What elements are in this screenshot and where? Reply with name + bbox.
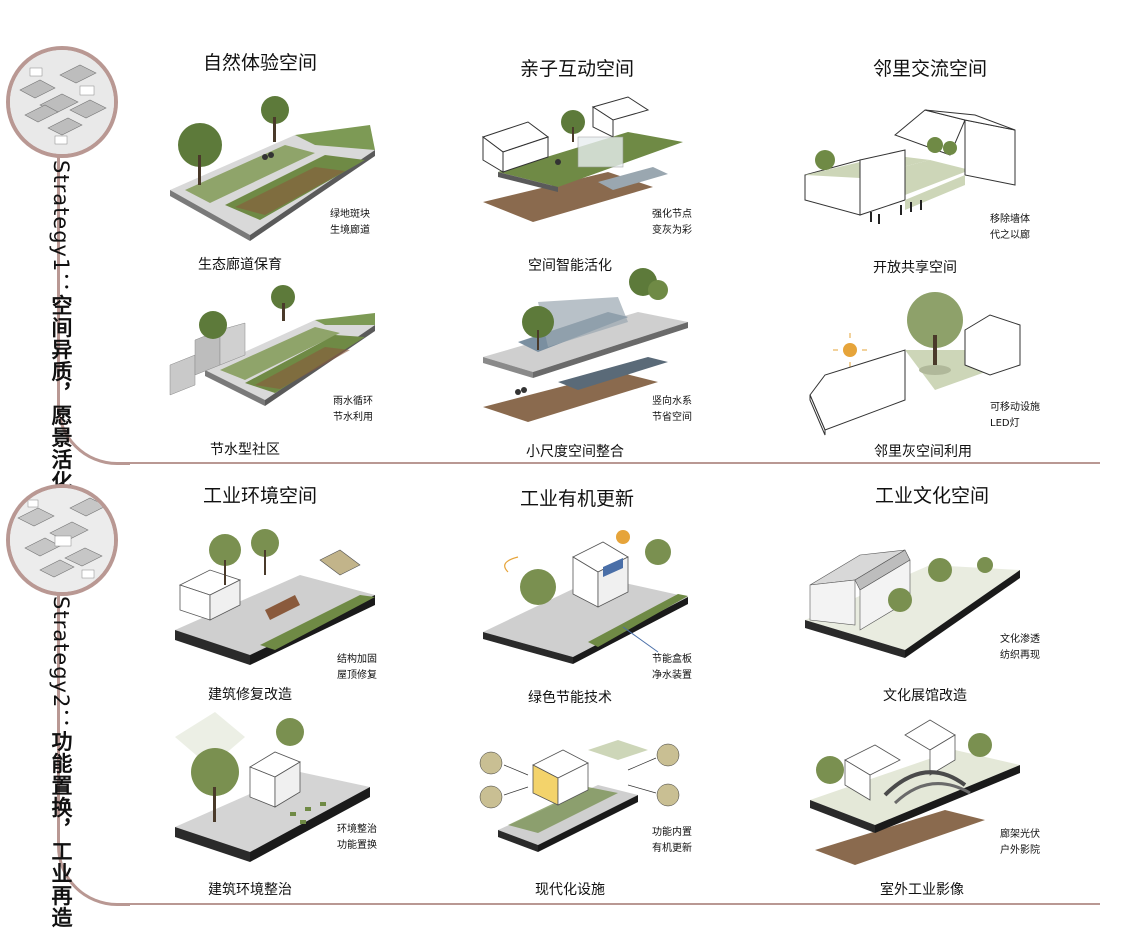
note-line: 代之以廊 xyxy=(990,230,1030,241)
strategy1-label: Strategy1：空间异质，愿景活化 xyxy=(46,160,76,492)
note-line: 雨水循环 xyxy=(333,396,373,407)
strategy2-aerial-thumbnail xyxy=(6,484,118,596)
s2-building-repair-illustration xyxy=(175,529,375,665)
s1-c2-r1-caption: 空间智能活化 xyxy=(528,258,612,274)
note-line: 结构加固 xyxy=(337,654,377,665)
s2-c3-r2-caption: 室外工业影像 xyxy=(880,882,964,898)
note-line: 可移动设施 xyxy=(990,402,1040,413)
s2-c3-r1-caption: 文化展馆改造 xyxy=(883,688,967,704)
s2-outdoor-cinema-illustration xyxy=(810,719,1020,865)
s1-col1-title: 自然体验空间 xyxy=(202,52,317,74)
s2-modern-facilities-illustration xyxy=(479,740,680,852)
s1-col2-title: 亲子互动空间 xyxy=(519,58,634,80)
s1-c1-r1-notes: 绿地斑块 生境廊道 xyxy=(330,207,410,239)
strategy2-label-en: Strategy2： xyxy=(49,596,73,731)
s1-c2-r1-notes: 强化节点 变灰为彩 xyxy=(652,207,732,239)
note-line: LED灯 xyxy=(990,418,1020,429)
s2-col2-title: 工业有机更新 xyxy=(519,488,634,510)
s1-c3-r2-notes: 可移动设施 LED灯 xyxy=(990,400,1070,432)
s2-col1-title: 工业环境空间 xyxy=(202,485,317,507)
note-line: 绿地斑块 xyxy=(330,209,370,220)
s2-col3-title: 工业文化空间 xyxy=(874,485,989,507)
note-line: 文化渗透 xyxy=(1000,634,1040,645)
s1-c1-r1-caption: 生态廊道保育 xyxy=(198,257,282,273)
note-line: 功能置换 xyxy=(337,840,377,851)
s2-c3-r1-notes: 文化渗透 纺织再现 xyxy=(1000,632,1080,664)
s2-c2-r2-notes: 功能内置 有机更新 xyxy=(652,825,732,857)
s2-c1-r2-notes: 环境整治 功能置换 xyxy=(337,822,417,854)
note-line: 移除墙体 xyxy=(990,214,1030,225)
s1-small-scale-integration-illustration xyxy=(483,268,688,422)
note-line: 净水装置 xyxy=(652,670,692,681)
s1-c1-r2-caption: 节水型社区 xyxy=(210,442,280,458)
note-line: 廊架光伏 xyxy=(1000,829,1040,840)
s1-c3-r2-caption: 邻里灰空间利用 xyxy=(874,444,972,460)
s1-smart-activation-illustration xyxy=(481,96,683,222)
strategy1-label-cn: 空间异质，愿景活化 xyxy=(49,294,73,493)
strategy2-label-cn: 功能置换，工业再造 xyxy=(49,730,73,928)
s1-c2-r2-notes: 竖向水系 节省空间 xyxy=(652,394,732,426)
s1-c3-r1-caption: 开放共享空间 xyxy=(873,260,957,276)
s1-c1-r2-notes: 雨水循环 节水利用 xyxy=(333,394,413,426)
s1-grey-space-illustration xyxy=(809,292,1021,436)
note-line: 节能盒板 xyxy=(652,654,692,665)
s2-c1-r1-caption: 建筑修复改造 xyxy=(208,687,292,703)
s1-ecological-corridor-illustration xyxy=(170,96,375,241)
s2-c1-r1-notes: 结构加固 屋顶修复 xyxy=(337,652,417,684)
note-line: 有机更新 xyxy=(652,843,692,854)
note-line: 竖向水系 xyxy=(652,396,692,407)
strategy1-divider xyxy=(120,462,1100,464)
note-line: 强化节点 xyxy=(652,209,692,220)
s1-water-saving-illustration xyxy=(169,285,375,406)
note-line: 节水利用 xyxy=(333,412,373,423)
s1-col3-title: 邻里交流空间 xyxy=(872,58,987,80)
s1-open-shared-space-illustration xyxy=(804,109,1016,224)
strategy1-label-en: Strategy1： xyxy=(49,160,73,295)
note-line: 屋顶修复 xyxy=(337,670,377,681)
note-line: 功能内置 xyxy=(652,827,692,838)
note-line: 环境整治 xyxy=(337,824,377,835)
note-line: 变灰为彩 xyxy=(652,225,692,236)
s2-c1-r2-caption: 建筑环境整治 xyxy=(208,882,292,898)
note-line: 生境廊道 xyxy=(330,225,370,236)
s2-environment-renovation-illustration xyxy=(175,712,370,862)
strategy2-label: Strategy2：功能置换，工业再造 xyxy=(46,596,76,928)
strategy1-aerial-thumbnail xyxy=(6,46,118,158)
s2-c2-r2-caption: 现代化设施 xyxy=(535,882,605,898)
note-line: 户外影院 xyxy=(1000,845,1040,856)
note-line: 节省空间 xyxy=(652,412,692,423)
s2-culture-pavilion-illustration xyxy=(805,549,1020,658)
s2-c2-r1-caption: 绿色节能技术 xyxy=(528,690,612,706)
note-line: 纺织再现 xyxy=(1000,650,1040,661)
s2-c3-r2-notes: 廊架光伏 户外影院 xyxy=(1000,827,1080,859)
s1-c3-r1-notes: 移除墙体 代之以廊 xyxy=(990,212,1070,244)
strategy2-divider xyxy=(120,903,1100,905)
s2-green-energy-illustration xyxy=(483,530,688,664)
s2-c2-r1-notes: 节能盒板 净水装置 xyxy=(652,652,732,684)
s1-c2-r2-caption: 小尺度空间整合 xyxy=(526,444,624,460)
